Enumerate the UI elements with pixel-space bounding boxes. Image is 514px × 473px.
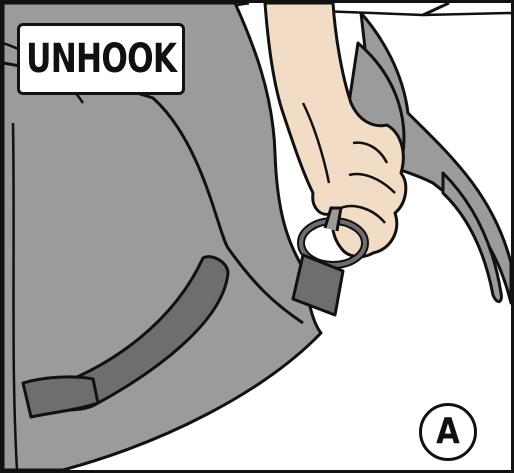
step-letter: A <box>436 414 460 450</box>
unhook-label-text: UNHOOK <box>26 36 176 82</box>
step-badge: A <box>419 403 477 461</box>
unhook-label: UNHOOK <box>17 23 185 95</box>
